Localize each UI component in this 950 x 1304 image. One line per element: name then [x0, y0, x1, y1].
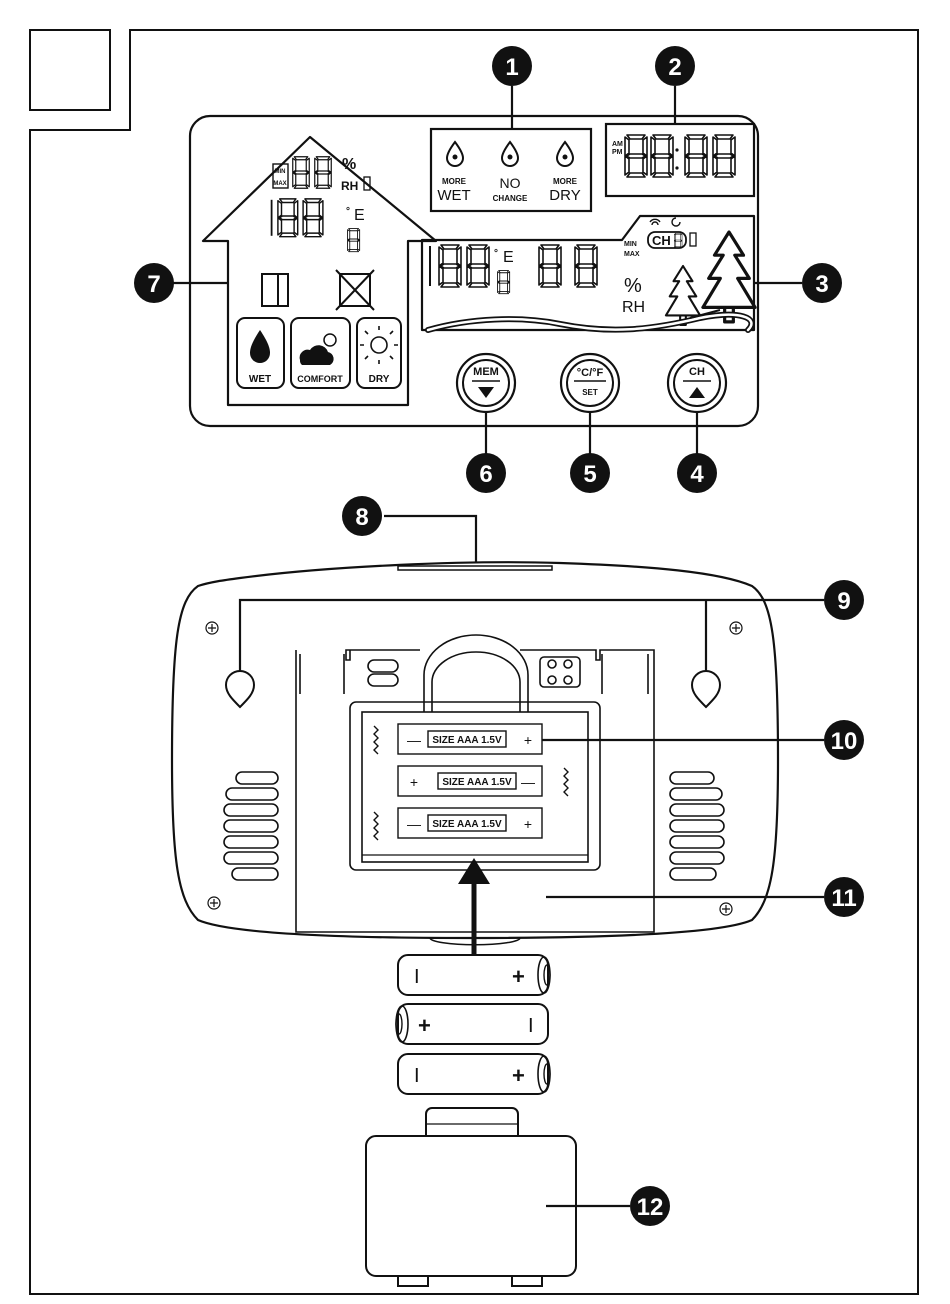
battery2-minus: I — [528, 1015, 534, 1037]
am-indicator: AM — [612, 141, 623, 148]
top-sensor-slot — [398, 566, 552, 570]
svg-text:5: 5 — [583, 461, 596, 488]
aaa-battery — [398, 955, 550, 995]
battery3-plus: + — [512, 1063, 525, 1088]
outdoor-unit: E — [503, 249, 514, 266]
slot3-label: SIZE AAA 1.5V — [432, 819, 502, 830]
cf-button-label: °C/°F — [577, 367, 604, 379]
battery3-minus: I — [414, 1065, 420, 1087]
pm-indicator: PM — [612, 149, 623, 156]
slot1-label: SIZE AAA 1.5V — [432, 735, 502, 746]
forecast-wet-label: WET — [437, 187, 470, 204]
forecast-panel: MORE WET NO CHANGE MORE DRY — [431, 129, 591, 211]
set-button-label: SET — [582, 388, 598, 397]
sun-icon — [360, 326, 398, 364]
indoor-degree: ° — [346, 206, 350, 217]
indoor-min-badge: MIN — [275, 169, 286, 175]
outer-frame — [30, 30, 918, 1294]
mem-button-label: MEM — [473, 366, 499, 378]
indoor-dry-label: DRY — [369, 374, 390, 385]
outdoor-min-badge: MIN — [624, 241, 637, 248]
svg-text:9: 9 — [837, 588, 850, 615]
svg-text:10: 10 — [831, 728, 858, 755]
slot2-label: SIZE AAA 1.5V — [442, 777, 512, 788]
battery2-plus: + — [418, 1013, 431, 1038]
slot1-minus: — — [407, 732, 421, 748]
slot3-plus: + — [524, 816, 532, 832]
forecast-no-label: NO — [500, 175, 521, 191]
cycle-icon — [672, 218, 680, 226]
forecast-more-wet-top: MORE — [442, 177, 467, 186]
svg-text:2: 2 — [668, 54, 681, 81]
outdoor-ch-label: CH — [652, 233, 671, 248]
outdoor-max-badge: MAX — [624, 251, 640, 258]
svg-text:11: 11 — [831, 885, 856, 912]
loose-batteries: I + + I I + — [396, 955, 550, 1094]
signal-icon — [650, 219, 660, 225]
aaa-battery — [398, 1054, 550, 1094]
drop-icon — [557, 142, 573, 166]
svg-text:7: 7 — [147, 271, 160, 298]
forecast-change-label: CHANGE — [493, 194, 528, 203]
outdoor-percent: % — [624, 275, 642, 297]
battery-icon — [690, 233, 696, 246]
mem-button[interactable]: MEM — [457, 354, 515, 412]
battery1-plus: + — [512, 964, 525, 989]
ch-button-label: CH — [689, 366, 705, 378]
sun-cloud-icon — [300, 334, 336, 365]
outdoor-degree: ° — [494, 248, 498, 259]
slot3-minus: — — [407, 816, 421, 832]
door-icon — [262, 274, 288, 306]
battery-compartment — [350, 635, 600, 870]
spring-icon — [374, 726, 378, 754]
svg-text:12: 12 — [637, 1194, 664, 1221]
figure-label-box — [30, 30, 110, 110]
indoor-percent: % — [342, 156, 356, 173]
indoor-max-badge: MAX — [273, 181, 286, 187]
slot2-minus: — — [521, 774, 535, 790]
outdoor-rh: RH — [622, 299, 645, 316]
wall-mount-hole-left — [226, 671, 254, 707]
clock-panel: AM PM — [606, 124, 754, 196]
vent-grille-right — [670, 772, 724, 880]
front-display-unit: MORE WET NO CHANGE MORE DRY AM PM MIN MA… — [190, 116, 758, 426]
vent-grille-left — [224, 772, 278, 880]
spring-icon — [374, 812, 378, 840]
indoor-rh: RH — [341, 179, 358, 193]
battery-cover — [366, 1108, 576, 1286]
spring-icon — [564, 768, 568, 796]
water-drop-icon — [250, 330, 270, 363]
large-tree-icon — [703, 232, 755, 322]
svg-text:6: 6 — [479, 461, 492, 488]
outdoor-panel: ° E MIN MAX % RH CH — [422, 216, 755, 330]
indoor-comfort-label: COMFORT — [297, 374, 343, 384]
wall-mount-hole-right — [692, 671, 720, 707]
drop-icon — [447, 142, 463, 166]
slot1-plus: + — [524, 732, 532, 748]
svg-text:4: 4 — [690, 461, 704, 488]
battery1-minus: I — [414, 966, 420, 988]
ch-button[interactable]: CH — [668, 354, 726, 412]
indoor-wet-label: WET — [249, 374, 271, 385]
forecast-more-dry-top: MORE — [553, 177, 578, 186]
celsius-fahrenheit-button[interactable]: °C/°F SET — [561, 354, 619, 412]
indoor-unit: E — [354, 207, 365, 224]
drop-icon — [502, 142, 518, 166]
callout-lines — [172, 86, 824, 1206]
slot2-plus: + — [410, 774, 418, 790]
svg-text:8: 8 — [355, 504, 368, 531]
svg-text:3: 3 — [815, 271, 828, 298]
closed-door-icon — [336, 270, 374, 310]
svg-text:1: 1 — [505, 54, 518, 81]
indoor-house-panel: MIN MAX % RH ° E WET — [203, 137, 436, 405]
forecast-dry-label: DRY — [549, 187, 580, 204]
